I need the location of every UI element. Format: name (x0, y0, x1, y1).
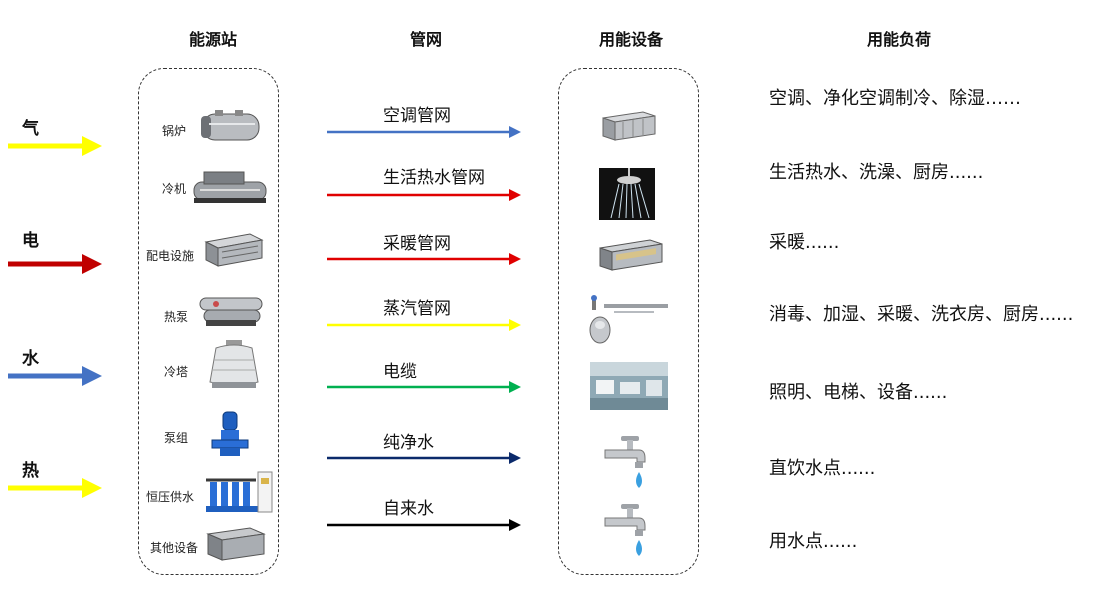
source-label-heat: 热 (22, 461, 39, 481)
network-label-tap-water: 自来水 (383, 499, 434, 519)
source-arrow-gas (8, 136, 102, 156)
switchgear-icon (204, 233, 264, 267)
fan-coil-icon (599, 239, 663, 271)
source-label-gas: 气 (22, 119, 39, 139)
network-label-steam: 蒸汽管网 (383, 299, 451, 319)
network-arrow-cable (327, 381, 521, 393)
pump-icon (211, 411, 249, 456)
header-energy-station: 能源站 (188, 30, 237, 49)
network-label-cable: 电缆 (383, 362, 417, 382)
chiller-icon (193, 171, 267, 203)
other-equipment-icon (206, 527, 266, 561)
source-arrow-water (8, 366, 102, 386)
load-text-ac: 空调、净化空调制冷、除湿…… (769, 88, 1021, 109)
network-label-ac: 空调管网 (383, 106, 451, 126)
boiler-icon (201, 110, 260, 141)
source-label-water: 水 (22, 349, 39, 369)
load-text-drinking-water: 直饮水点...... (769, 458, 876, 479)
device-label-boiler: 锅炉 (162, 124, 187, 138)
equipment-box (558, 68, 699, 575)
network-arrow-purified-water (327, 452, 521, 464)
device-label-pump: 泵组 (164, 431, 189, 445)
network-arrow-tap-water (327, 519, 521, 531)
load-text-electric: 照明、电梯、设备...... (769, 382, 948, 403)
source-label-electricity: 电 (22, 231, 39, 251)
network-arrow-heating (327, 253, 521, 265)
cooling-tower-icon (209, 340, 259, 388)
network-arrow-steam (327, 319, 521, 331)
load-text-heating: 采暖...... (769, 232, 840, 253)
device-label-cooling-tower: 冷塔 (164, 365, 189, 379)
device-label-constant-pressure-water: 恒压供水 (146, 490, 195, 504)
device-label-heat-pump: 热泵 (164, 310, 189, 324)
faucet-icon (604, 504, 646, 556)
network-label-purified-water: 纯净水 (383, 433, 434, 453)
energy-station-box (138, 68, 279, 575)
load-text-hot-water: 生活热水、洗澡、厨房...... (769, 162, 984, 183)
source-arrow-electricity (8, 254, 102, 274)
device-label-other-equipment: 其他设备 (150, 541, 199, 555)
header-equipment: 用能设备 (598, 30, 663, 49)
load-text-water-point: 用水点...... (769, 531, 858, 552)
network-arrow-domestic-hot-water (327, 189, 521, 201)
source-arrow-heat (8, 478, 102, 498)
ward-icon (590, 362, 668, 410)
network-arrow-ac (327, 126, 521, 138)
steam-sterilizer-icon (589, 295, 668, 344)
header-load: 用能负荷 (866, 30, 931, 49)
ahu-icon (602, 111, 656, 141)
device-label-chiller: 冷机 (162, 182, 187, 196)
heat-pump-icon (199, 297, 263, 326)
water-supply-icon (206, 471, 273, 513)
network-label-heating: 采暖管网 (383, 234, 451, 254)
network-label-domestic-hot-water: 生活热水管网 (383, 168, 485, 188)
shower-icon (599, 168, 655, 220)
device-label-switchgear: 配电设施 (146, 249, 195, 263)
header-network: 管网 (409, 30, 442, 49)
faucet-icon (604, 436, 646, 488)
load-text-steam: 消毒、加湿、采暖、洗衣房、厨房...... (769, 304, 1074, 325)
